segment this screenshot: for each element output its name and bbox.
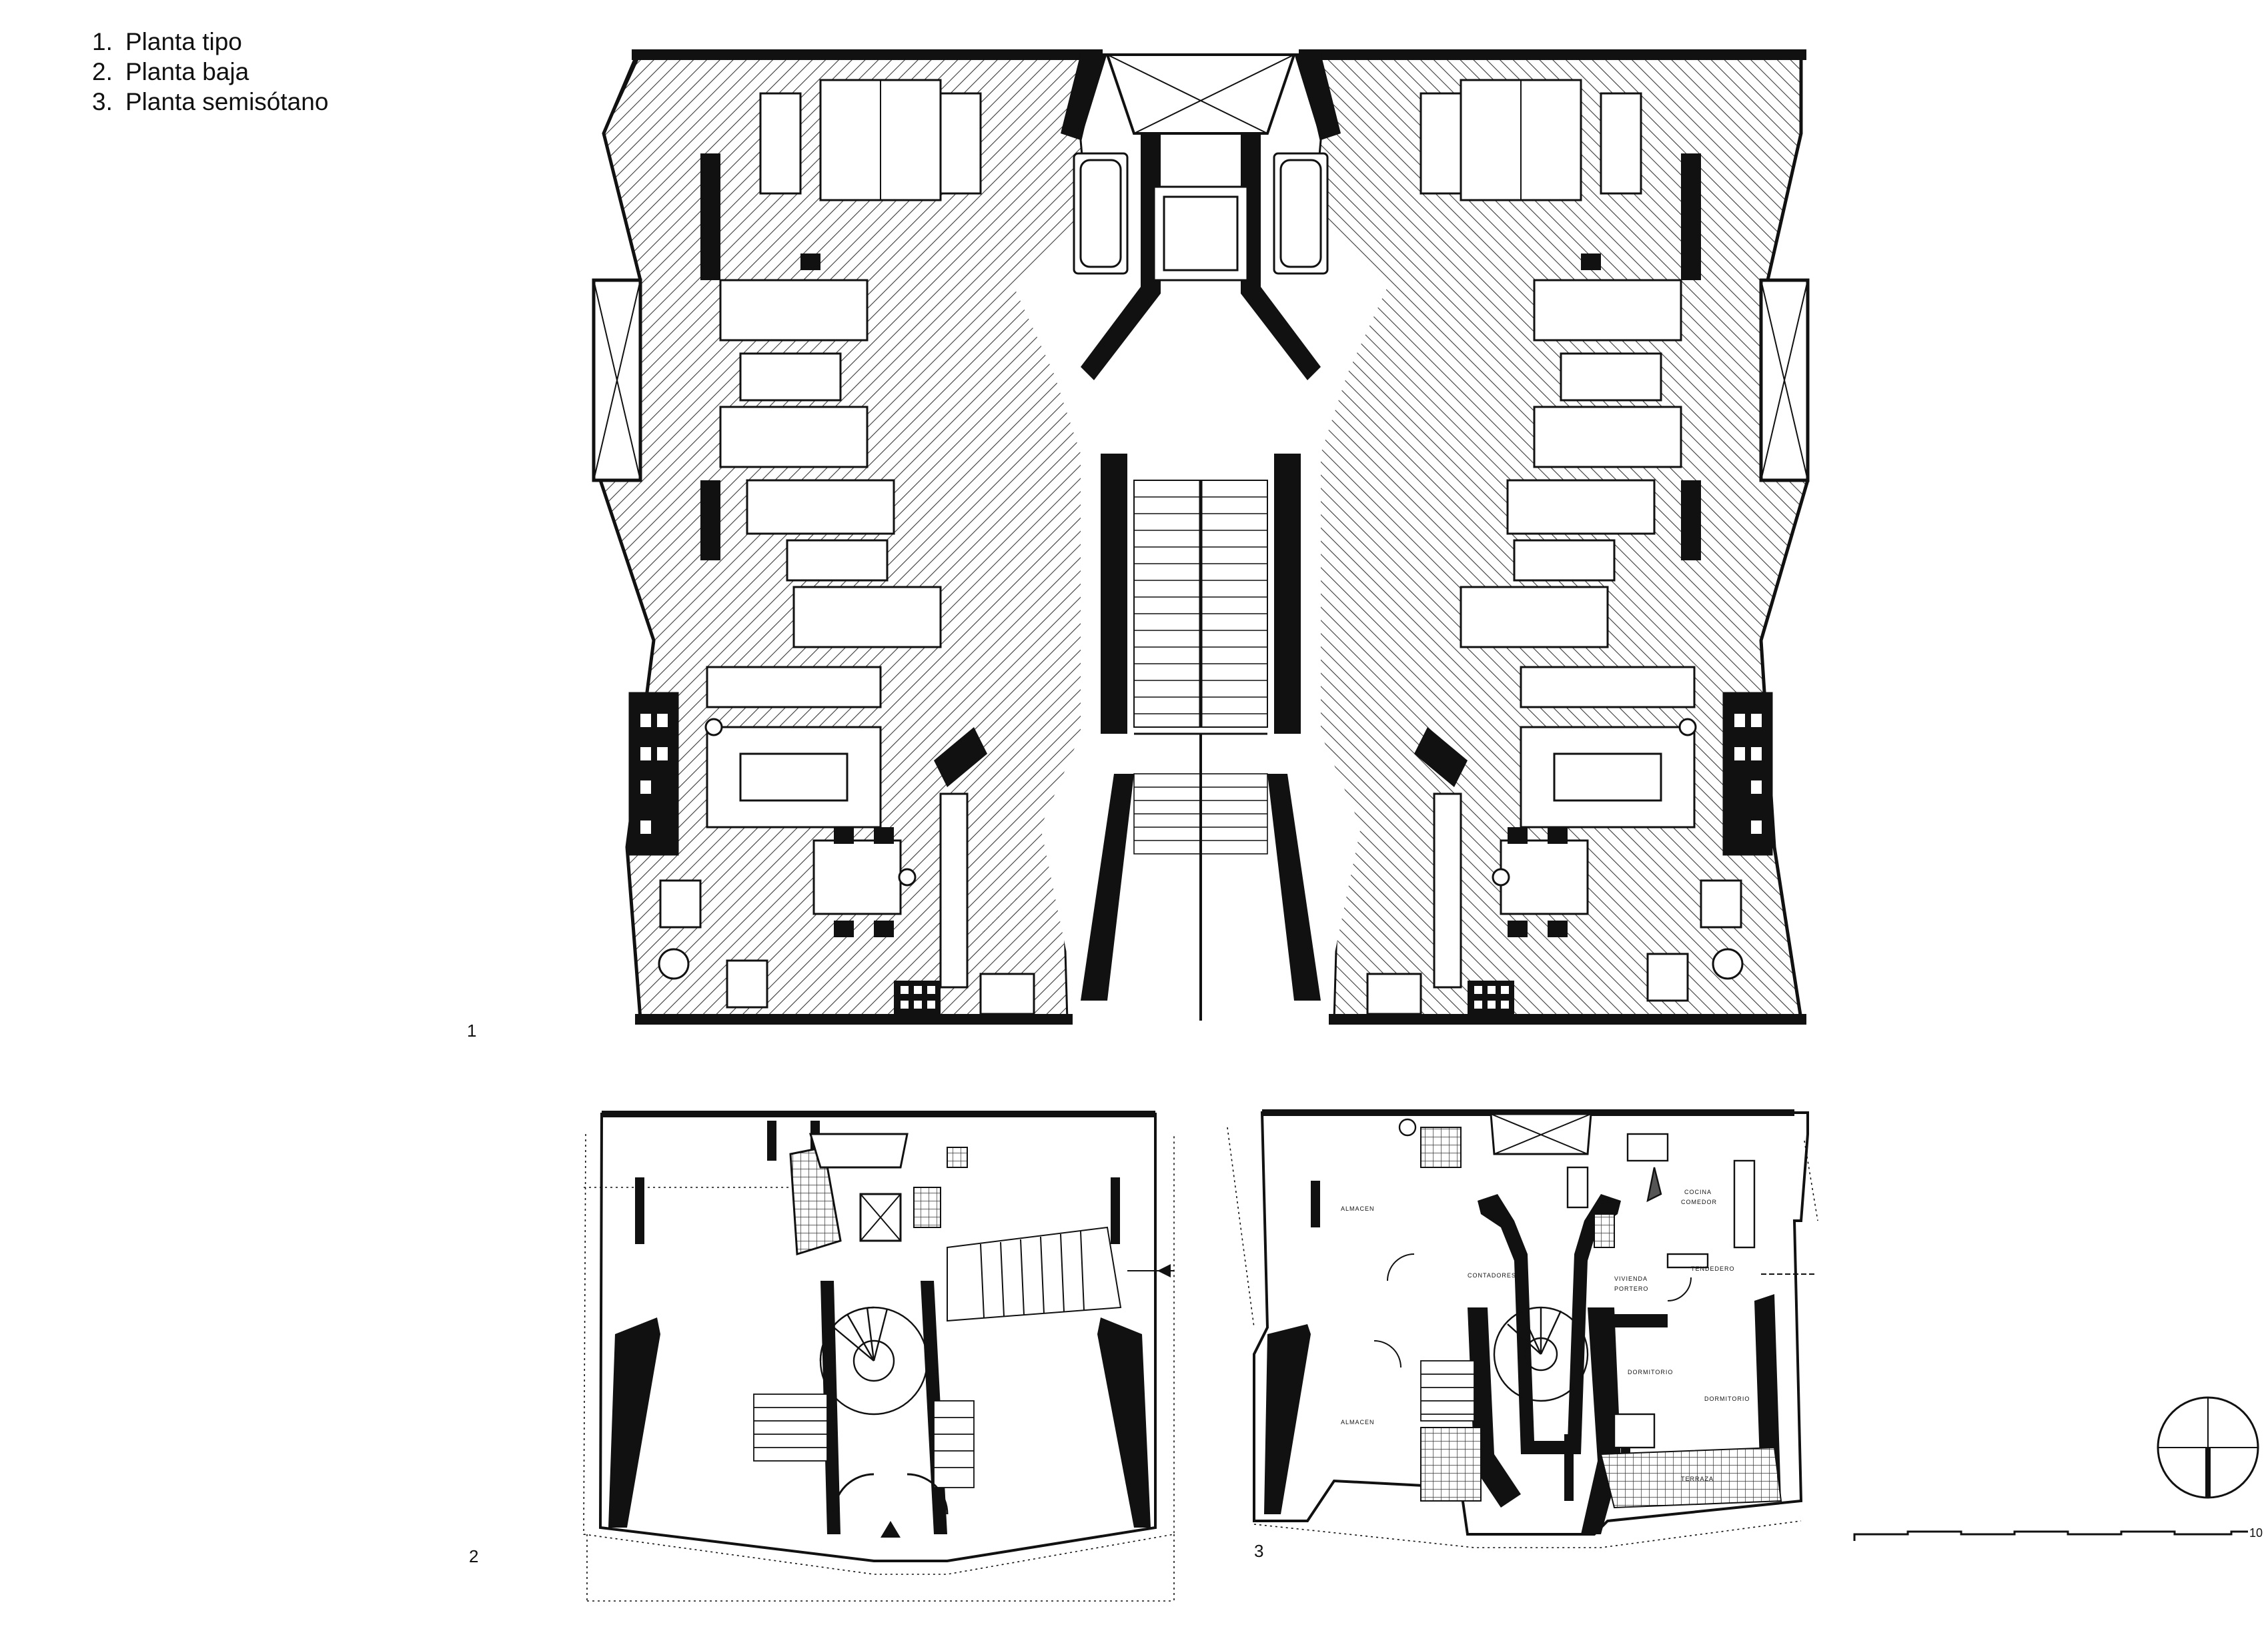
plan-3-label-comedor: COMEDOR	[1681, 1199, 1717, 1205]
legend-label: Planta baja	[125, 58, 249, 85]
plan-2-planta-baja	[583, 1111, 1175, 1602]
legend-num: 1.	[92, 28, 113, 55]
plan-3-label-aseo: ASEO	[1601, 1199, 1620, 1205]
plan-1-bathtubs	[1073, 152, 1329, 282]
plan-3-label-tendedero: TENDEDERO	[1691, 1265, 1735, 1272]
plan-3-label-almacen-top: ALMACEN	[1341, 1205, 1375, 1212]
north-arrow-symbol	[2157, 1396, 2259, 1499]
legend-num: 3.	[92, 88, 113, 115]
plan-1-beds-right	[1420, 79, 1696, 915]
plan-3-label-cocina: COCINA	[1684, 1189, 1712, 1195]
plan-2-outline	[598, 1113, 1157, 1562]
plan-number-2: 2	[469, 1546, 479, 1566]
plan-3-label-dormitorio-1: DORMITORIO	[1628, 1369, 1673, 1376]
plan-1-shafts	[894, 981, 1514, 1021]
plan-3-label-vivienda: VIVIENDA	[1614, 1275, 1648, 1282]
legend-item-3: 3. Planta semisótano	[92, 87, 328, 117]
plan-3-label-almacen-bottom: ALMACEN	[1341, 1419, 1375, 1426]
plan-1-bay-windows	[592, 278, 1810, 856]
scale-bar	[1853, 1530, 2248, 1541]
legend-label: Planta tipo	[125, 28, 242, 55]
legend-num: 2.	[92, 58, 113, 85]
legend-item-2: 2. Planta baja	[92, 57, 328, 87]
legend-item-1: 1. Planta tipo	[92, 27, 328, 57]
plan-1-beds-left	[706, 79, 982, 915]
plan-2-entry-stairs	[947, 1226, 1122, 1322]
plan-number-3: 3	[1254, 1541, 1264, 1561]
legend: 1. Planta tipo 2. Planta baja 3. Planta sem…	[92, 27, 328, 117]
plan-2-bathroom	[789, 1146, 842, 1255]
plan-1-planta-tipo	[592, 49, 1810, 1025]
plan-3-planta-semisotano: ALMACEN ALMACEN CONTADORES ASEO COCINA C…	[1227, 1109, 1818, 1548]
legend-label: Planta semisótano	[125, 88, 329, 115]
plan-3-label-terraza: TERRAZA	[1681, 1476, 1714, 1482]
plan-2-spiral-stair	[819, 1306, 929, 1416]
plan-3-label-contadores: CONTADORES	[1468, 1272, 1516, 1279]
plan-3-outline	[1253, 1111, 1809, 1536]
plan-3-label-portero: PORTERO	[1614, 1285, 1648, 1292]
scale-bar-end-label: 10	[2249, 1526, 2263, 1540]
plan-number-1: 1	[467, 1021, 477, 1041]
plan-3-label-dormitorio-2: DORMITORIO	[1704, 1396, 1750, 1402]
plan-1-staircase	[1133, 480, 1268, 728]
plan-1-skylight	[1105, 53, 1296, 135]
plan-1-lower-stairs	[1133, 732, 1268, 1021]
